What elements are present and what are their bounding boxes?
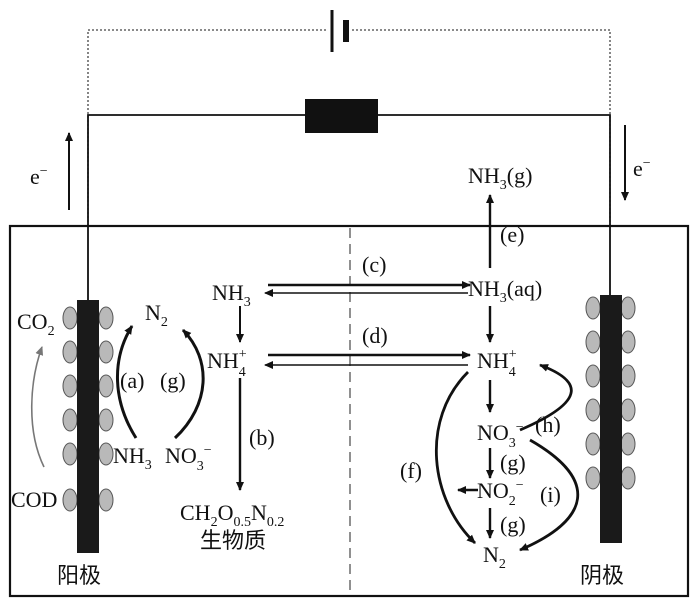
svg-text:e−: e−	[633, 156, 651, 181]
external-circuit	[65, 10, 629, 300]
biofilm-bead	[620, 296, 636, 320]
reaction-g-right2-label: (g)	[500, 512, 526, 537]
n2-left-label: N	[145, 300, 161, 325]
biofilm-bead	[620, 330, 636, 354]
biofilm-bead	[62, 442, 78, 466]
nh4-right-label: NH	[477, 348, 509, 373]
biofilm-bead	[62, 408, 78, 432]
nh4-mid-label: NH	[207, 348, 239, 373]
reaction-i-arrow	[519, 438, 580, 552]
svg-text:NH+4: NH+4	[477, 347, 517, 380]
reaction-d-label: (d)	[362, 323, 388, 348]
reaction-b-label: (b)	[249, 425, 275, 450]
biofilm-bead	[98, 374, 114, 398]
biofilm-bead	[585, 296, 601, 320]
reaction-f-arrow	[434, 371, 476, 545]
svg-text:CO2: CO2	[17, 309, 55, 339]
reaction-e-label: (e)	[500, 222, 524, 247]
cathode-electrode	[585, 295, 636, 543]
anode-label: 阳极	[57, 564, 101, 589]
svg-text:NH3(aq): NH3(aq)	[468, 276, 542, 306]
biomass-name: 生物质	[200, 529, 266, 554]
biofilm-bead	[585, 398, 601, 422]
biofilm-bead	[620, 432, 636, 456]
reaction-g-left-label: (g)	[160, 368, 186, 393]
biofilm-bead	[98, 340, 114, 364]
biofilm-bead	[585, 432, 601, 456]
reaction-h-arrow	[519, 363, 573, 432]
nh3-aq-label: NH	[468, 276, 500, 301]
nh3-left-label: NH	[113, 443, 145, 468]
svg-text:N2: N2	[483, 542, 506, 572]
reaction-a-label: (a)	[120, 368, 144, 393]
reaction-g-left-arrow	[173, 328, 205, 440]
nh3-gas-label: NH	[468, 163, 500, 188]
reactor-chamber	[8, 224, 690, 598]
biofilm-bead	[98, 442, 114, 466]
electron-left-label: e	[30, 164, 40, 189]
no2-right-label: NO	[477, 478, 509, 503]
cod-label: COD	[11, 487, 57, 512]
svg-text:NO2−: NO2−	[477, 478, 524, 509]
biofilm-bead	[620, 398, 636, 422]
n2-right-label: N	[483, 542, 499, 567]
biofilm-bead	[98, 408, 114, 432]
svg-text:CH2O0.5N0.2: CH2O0.5N0.2	[180, 500, 284, 530]
reaction-c-label: (c)	[362, 252, 386, 277]
svg-text:NO3−: NO3−	[477, 420, 524, 451]
svg-text:e−: e−	[30, 164, 48, 189]
biofilm-bead	[62, 488, 78, 512]
reaction-h-label: (h)	[535, 412, 561, 437]
biomass-formula: CH	[180, 500, 211, 525]
no3-left-label: NO	[165, 443, 197, 468]
load-resistor	[305, 99, 378, 133]
biofilm-bead	[98, 306, 114, 330]
svg-text:NH3: NH3	[212, 280, 251, 310]
biofilm-bead	[62, 374, 78, 398]
biofilm-bead	[620, 364, 636, 388]
biofilm-bead	[585, 330, 601, 354]
load-wire	[87, 114, 611, 300]
reaction-a-arrow	[116, 325, 138, 439]
reaction-i-label: (i)	[540, 482, 561, 507]
biofilm-bead	[62, 340, 78, 364]
nh3-mid-label: NH	[212, 280, 244, 305]
reaction-f-label: (f)	[400, 458, 422, 483]
cod-oxidation-arrow	[30, 346, 45, 468]
biofilm-bead	[585, 466, 601, 490]
biofilm-bead	[62, 306, 78, 330]
cathode-label: 阴极	[580, 564, 624, 589]
biofilm-bead	[98, 488, 114, 512]
co2-label: CO	[17, 309, 48, 334]
no3-right-label: NO	[477, 420, 509, 445]
svg-text:NO3−: NO3−	[165, 443, 212, 474]
svg-text:NH3(g): NH3(g)	[468, 163, 532, 193]
biofilm-bead	[585, 364, 601, 388]
svg-text:N2: N2	[145, 300, 168, 330]
biofilm-bead	[620, 466, 636, 490]
reaction-g-right1-label: (g)	[500, 450, 526, 475]
anode-electrode	[62, 300, 114, 553]
svg-text:NH3: NH3	[113, 443, 152, 473]
electron-right-label: e	[633, 156, 643, 181]
svg-text:NH+4: NH+4	[207, 347, 247, 380]
